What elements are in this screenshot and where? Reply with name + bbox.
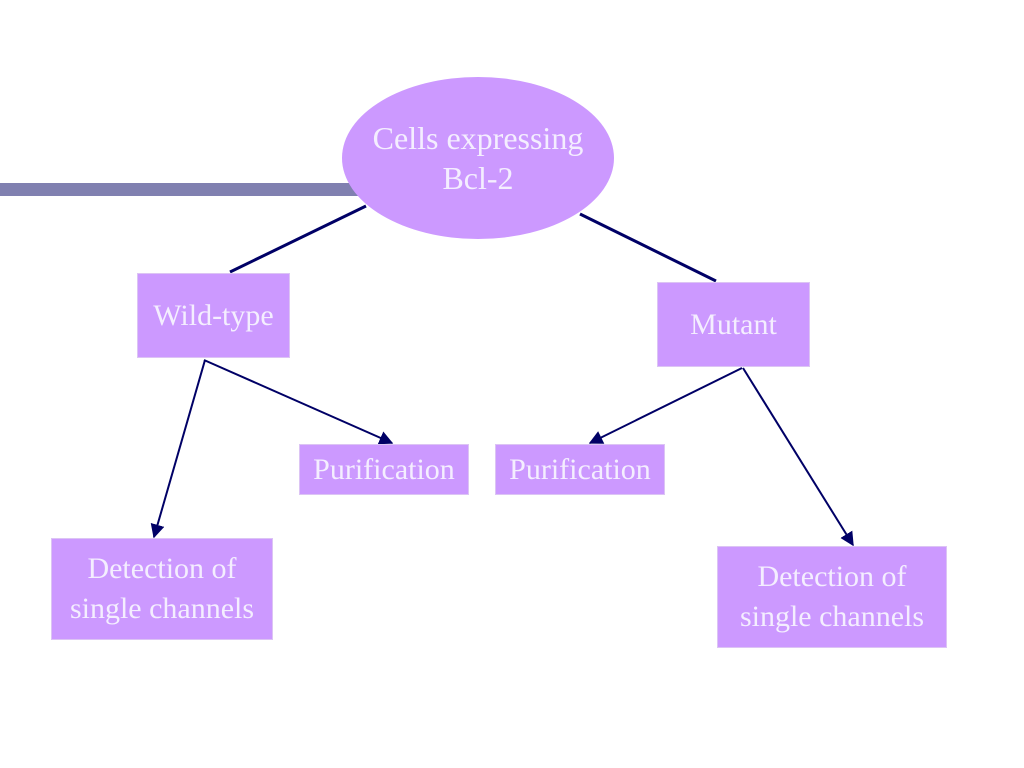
mutant-detection-box: Detection of single channels xyxy=(717,546,947,648)
arrow-mutant-to-detection xyxy=(742,367,854,547)
root-node-line-2: Bcl-2 xyxy=(442,160,514,196)
mutant-purification-label: Purification xyxy=(509,452,651,486)
mutant-detection-line-1: Detection of xyxy=(757,560,907,593)
mutant-label: Mutant xyxy=(690,307,777,341)
connector-root-to-mutant xyxy=(579,212,717,283)
wild-type-purification-label: Purification xyxy=(313,452,455,486)
arrow-wild-type-to-detection xyxy=(150,359,206,539)
wild-type-purification-box: Purification xyxy=(299,444,469,495)
connector-root-to-wild-type xyxy=(229,204,367,274)
wild-type-detection-line-2: single channels xyxy=(69,592,255,625)
wild-type-box: Wild-type xyxy=(137,273,290,358)
arrow-mutant-to-purification xyxy=(588,367,743,444)
root-node-cells-expressing-bcl2: Cells expressing Bcl-2 xyxy=(342,77,614,239)
mutant-detection-line-2: single channels xyxy=(739,600,925,633)
wild-type-detection-box: Detection of single channels xyxy=(51,538,273,640)
arrow-wild-type-to-purification xyxy=(203,359,394,445)
mutant-box: Mutant xyxy=(657,282,810,367)
wild-type-label: Wild-type xyxy=(153,298,274,332)
mutant-purification-box: Purification xyxy=(495,444,665,495)
root-node-line-1: Cells expressing xyxy=(372,120,584,156)
wild-type-detection-line-1: Detection of xyxy=(87,552,237,585)
decorative-bar xyxy=(0,183,362,196)
